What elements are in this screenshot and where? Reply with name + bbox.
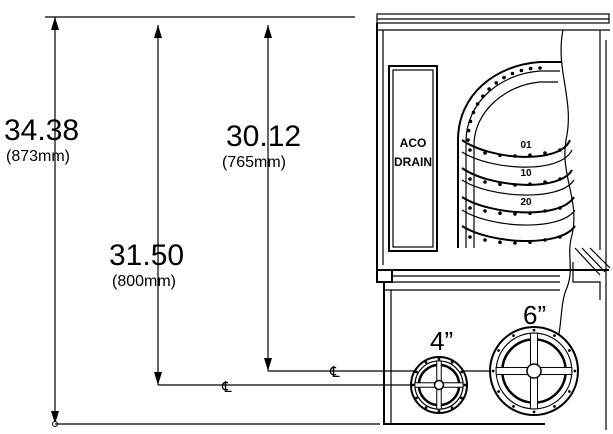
dimension-mid-inch: 31.50 <box>109 239 184 272</box>
logo-text-drain: DRAIN <box>394 155 432 169</box>
ring-label-20: 20 <box>520 197 532 208</box>
dimension-line-mid <box>154 25 425 386</box>
ring-label-10: 10 <box>520 168 532 179</box>
dimension-upper-mm: (765mm) <box>222 154 286 171</box>
centerline-symbol-small: ℄ <box>221 379 232 396</box>
dimension-total-mm: (873mm) <box>6 148 70 165</box>
dimension-upper-inch: 30.12 <box>226 120 301 153</box>
dimension-total-inch: 34.38 <box>4 114 79 147</box>
logo-text-aco: ACO <box>400 136 427 150</box>
logo-panel: ACO DRAIN <box>388 65 438 252</box>
dimension-line-total <box>45 16 380 427</box>
dimension-mid-mm: (800mm) <box>112 273 176 290</box>
pipe-size-label-6in: 6” <box>523 300 546 330</box>
centerline-symbol-large: ℄ <box>329 364 340 381</box>
knockout-rings: 01 10 20 <box>457 61 576 248</box>
pipe-outlet-4in <box>410 356 468 414</box>
pipe-size-label-4in: 4” <box>430 326 453 356</box>
ring-label-01: 01 <box>520 140 532 151</box>
pipe-outlet-6in <box>489 326 579 416</box>
